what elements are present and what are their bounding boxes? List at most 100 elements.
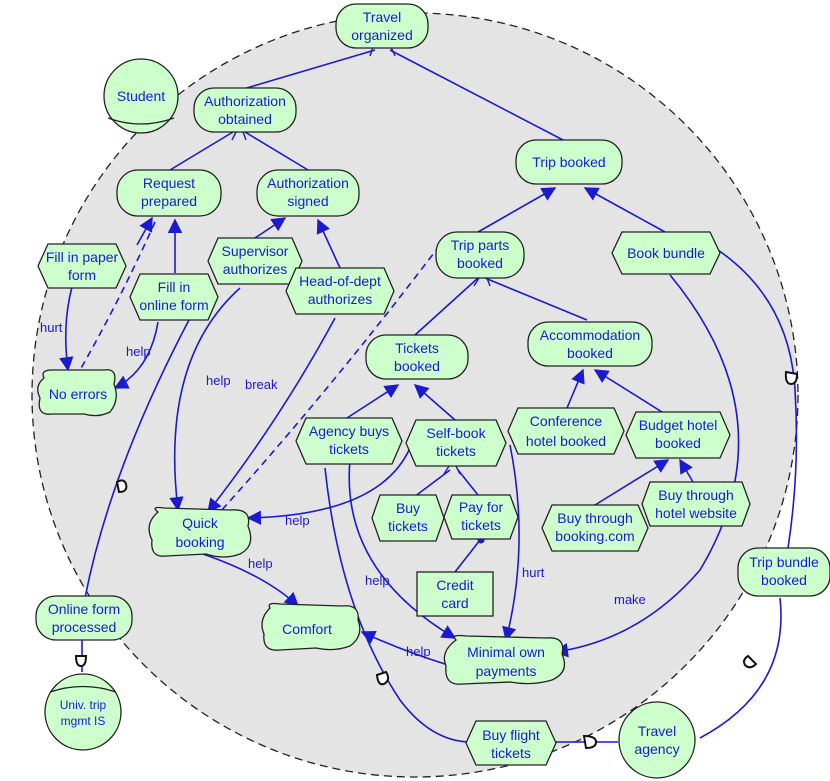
goal-tickets-booked[interactable]: Tickets booked [365,334,469,380]
dep-bundle-tripbundle[interactable] [717,249,798,549]
svg-text:Trip parts: Trip parts [451,237,510,253]
svg-text:tickets: tickets [491,745,531,761]
link-help-self-quick[interactable] [246,447,411,525]
link-pay-card[interactable] [454,539,481,573]
task-buy-flight-tickets[interactable]: Buy flight tickets [465,720,557,766]
dep-tripbundle-agency[interactable] [699,597,782,739]
link-help-minimal-comfort[interactable] [360,631,449,666]
goal-trip-bundle-booked[interactable]: Trip bundle booked [737,547,830,597]
task-buy-through-booking[interactable]: Buy through booking.com [541,504,649,552]
task-supervisor-authorizes[interactable]: Supervisor authorizes [207,237,303,285]
actor-univ-trip-mgmt[interactable]: Univ. trip mgmt IS [44,673,122,751]
link-break-head-quick[interactable] [207,317,336,514]
link-hurt-self-minimal[interactable] [502,444,520,642]
link-parts-trip[interactable] [477,187,557,233]
task-conference-hotel-booked[interactable]: Conference hotel booked [507,407,625,455]
link-parts-quick[interactable] [219,244,441,513]
label-help: help [248,556,273,571]
task-book-bundle[interactable]: Book bundle [611,231,721,275]
task-buy-through-hotel-website[interactable]: Buy through hotel website [641,481,751,527]
svg-text:Trip booked: Trip booked [532,154,605,170]
link-head-signed[interactable] [316,218,341,269]
task-buy-tickets[interactable]: Buy tickets [371,494,445,542]
goal-authorization-signed[interactable]: Authorization signed [256,169,360,217]
svg-text:authorizes: authorizes [308,291,373,307]
link-help-supervisor-quick[interactable] [169,287,241,512]
link-hurt-paper-noerrors[interactable] [59,286,74,372]
label-help: help [126,344,151,359]
svg-text:Fill in: Fill in [158,279,191,295]
svg-text:Head-of-dept: Head-of-dept [299,273,381,289]
task-pay-for-tickets[interactable]: Pay for tickets [443,494,519,540]
svg-text:Quick: Quick [182,515,219,531]
svg-text:signed: signed [287,193,328,209]
svg-text:Univ. trip: Univ. trip [60,698,107,712]
task-budget-hotel-booked[interactable]: Budget hotel booked [625,411,731,459]
link-labels: hurt help help break help help help hurt… [40,320,646,659]
task-head-dept-authorizes[interactable]: Head-of-dept authorizes [285,267,395,315]
link-agency-tickets[interactable] [346,384,400,419]
link-help-quick-comfort[interactable] [199,552,300,607]
goal-travel-organized[interactable]: Travel organized [335,3,429,49]
link-trip-travel[interactable] [389,49,564,141]
task-fill-online-form[interactable]: Fill in online form [129,273,219,321]
softgoal-quick-booking[interactable]: Quick booking [148,506,252,558]
svg-text:Buy flight: Buy flight [482,727,540,743]
svg-text:agency: agency [634,741,679,757]
softgoal-no-errors[interactable]: No errors [37,369,117,417]
link-request-noerrors[interactable] [79,221,156,371]
link-signed-auth[interactable] [244,131,309,171]
svg-text:Credit: Credit [436,577,473,593]
svg-text:Accommodation: Accommodation [540,327,640,343]
svg-text:booking.com: booking.com [555,528,634,544]
goal-online-form-processed[interactable]: Online form processed [35,595,133,641]
link-help-online-noerrors[interactable] [113,321,159,389]
actor-student[interactable]: Student [103,58,179,134]
link-booking-budget[interactable] [594,459,670,506]
task-fill-paper-form[interactable]: Fill in paper form [37,243,127,289]
link-paper-request[interactable] [136,216,153,246]
link-conf-accom[interactable] [566,368,585,409]
links [59,46,799,750]
goal-trip-parts-booked[interactable]: Trip parts booked [435,231,525,279]
link-tickets-parts[interactable] [414,277,479,336]
link-accom-parts[interactable] [484,277,588,321]
softgoal-comfort[interactable]: Comfort [261,602,361,651]
link-bundle-trip[interactable] [583,187,666,233]
svg-text:Authorization: Authorization [267,175,349,191]
label-break: break [245,377,278,392]
label-hurt: hurt [522,565,545,580]
link-help-agency-minimal[interactable] [348,459,457,639]
goal-accommodation-booked[interactable]: Accommodation booked [527,321,653,367]
link-pay-self[interactable] [457,469,479,496]
dep-online-processed[interactable] [84,317,191,599]
goal-request-prepared[interactable]: Request prepared [116,169,222,217]
label-help: help [206,373,231,388]
svg-text:Trip bundle: Trip bundle [749,554,819,570]
svg-text:Online form: Online form [48,601,120,617]
link-hotelsite-budget[interactable] [679,458,694,483]
actor-travel-agency[interactable]: Travel agency [618,701,696,779]
link-supervisor-signed[interactable] [254,217,287,239]
link-make-bundle-minimal[interactable] [553,274,740,658]
task-agency-buys-tickets[interactable]: Agency buys tickets [295,417,403,465]
link-auth-travel[interactable] [239,49,376,91]
svg-text:Conference: Conference [530,413,603,429]
svg-text:booked: booked [655,435,701,451]
svg-text:Minimal own: Minimal own [467,644,545,660]
link-request-auth[interactable] [169,131,234,171]
link-self-tickets[interactable] [413,384,456,421]
svg-text:tickets: tickets [436,443,476,459]
resource-credit-card[interactable]: Credit card [416,571,494,617]
link-budget-accom[interactable] [593,369,663,413]
task-self-book-tickets[interactable]: Self-book tickets [405,419,507,467]
svg-text:booked: booked [394,358,440,374]
svg-text:hotel website: hotel website [655,505,737,521]
softgoal-minimal-own-payments[interactable]: Minimal own payments [443,634,566,685]
svg-text:tickets: tickets [329,441,369,457]
svg-text:Buy through: Buy through [658,487,734,503]
goal-trip-booked[interactable]: Trip booked [515,139,623,185]
goal-authorization-obtained[interactable]: Authorization obtained [193,87,297,133]
svg-text:tickets: tickets [461,517,501,533]
